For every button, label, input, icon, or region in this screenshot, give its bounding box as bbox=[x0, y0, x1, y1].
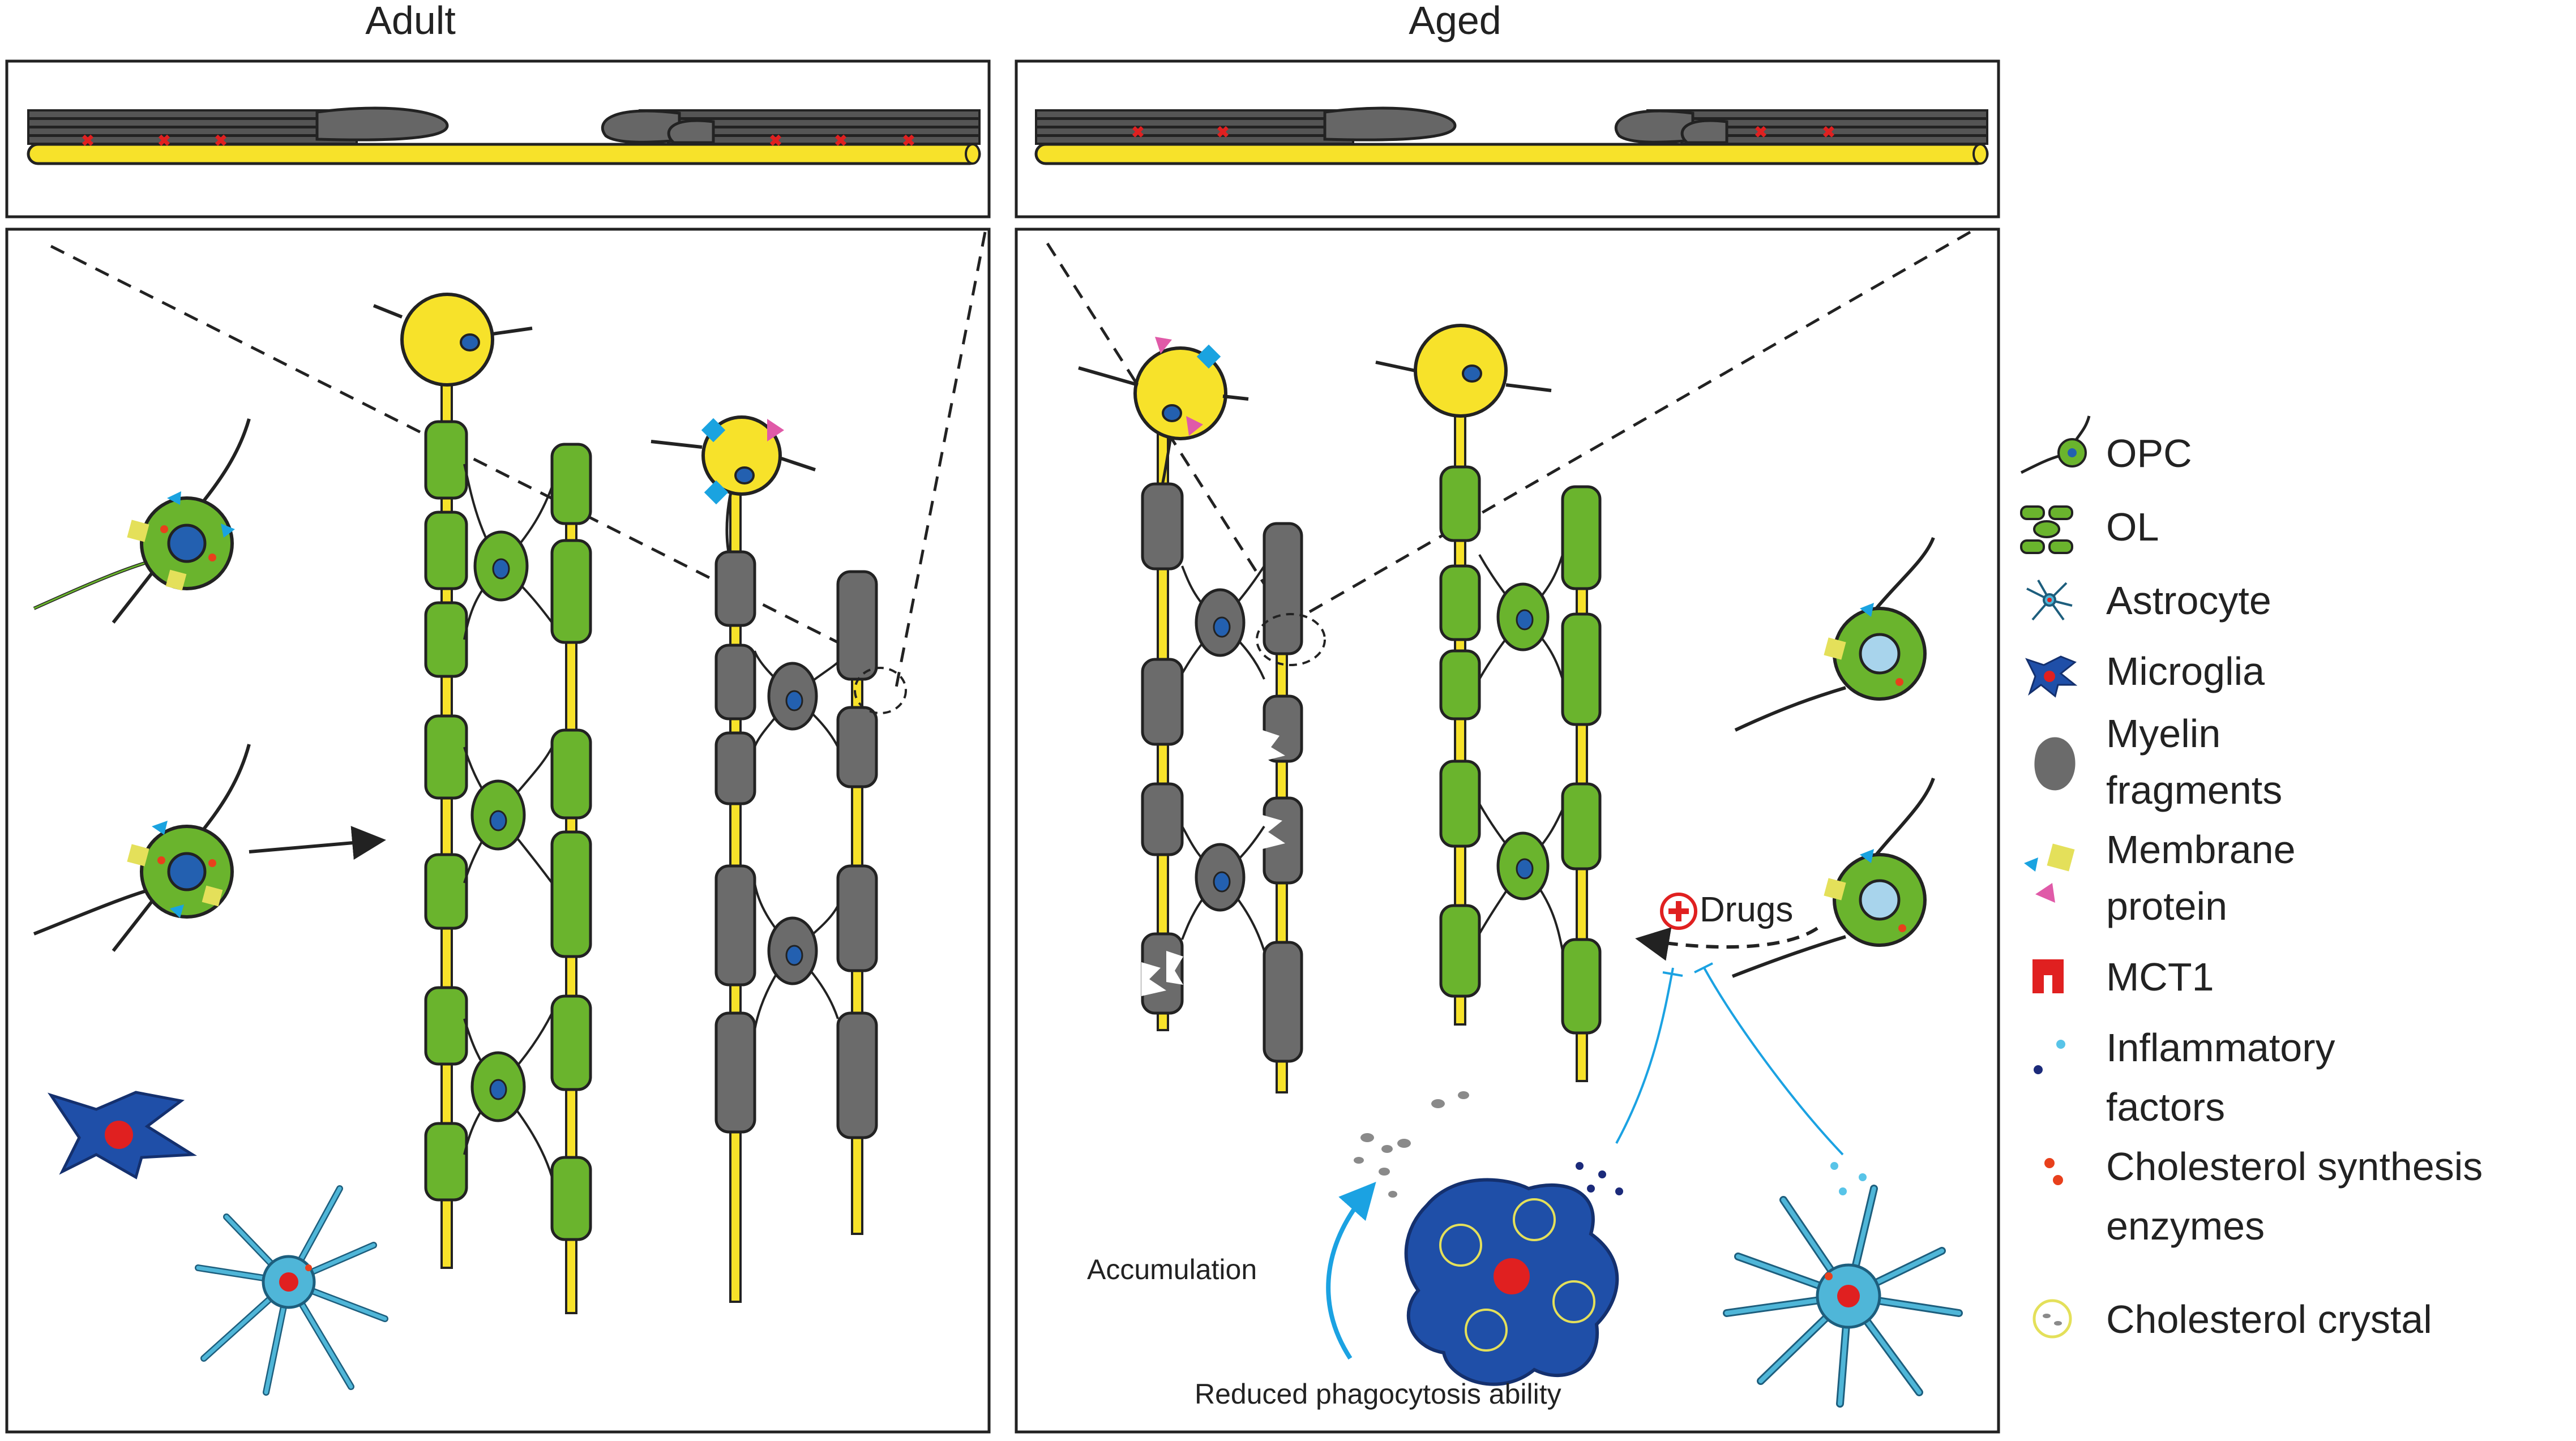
aged-title: Aged bbox=[1409, 0, 1501, 42]
drugs-annotation: Drugs bbox=[1660, 890, 1793, 930]
aged-ol-gray bbox=[1181, 565, 1265, 951]
mct1-mark: ✖ bbox=[81, 132, 94, 149]
myelin-fragments bbox=[1354, 1091, 1469, 1198]
zoom-lines bbox=[50, 230, 1971, 697]
legend-mct1-label: MCT1 bbox=[2106, 955, 2214, 999]
opc-cell bbox=[33, 418, 251, 624]
adult-main-panel bbox=[5, 228, 991, 1434]
legend-myelin-fragment bbox=[2034, 737, 2076, 791]
legend-inflammatory bbox=[2034, 1040, 2065, 1074]
legend-inflammatory-label-2: factors bbox=[2106, 1085, 2225, 1129]
adult-axon-strip: ✖ ✖ ✖ ✖ ✖ ✖ bbox=[27, 106, 981, 165]
oligodendrocytes-gray bbox=[754, 650, 839, 1031]
aged-microglia bbox=[1404, 1178, 1619, 1386]
legend-microglia-label: Microglia bbox=[2106, 649, 2265, 693]
oligodendrocytes-adult bbox=[463, 464, 553, 1178]
aged-myelin-gray bbox=[1141, 482, 1303, 1063]
aged-zoom-inset bbox=[854, 613, 1326, 714]
legend-astrocyte bbox=[2026, 580, 2073, 621]
legend-membrane-label-1: Membrane bbox=[2106, 827, 2296, 872]
inhibited-differentiation-arrow bbox=[1635, 927, 1818, 961]
mct1-mark: ✖ bbox=[902, 132, 915, 149]
accumulation-label: Accumulation bbox=[1087, 1254, 1257, 1285]
differentiation-arrow bbox=[249, 826, 386, 860]
mct1-mark: ✖ bbox=[1754, 123, 1767, 141]
aged-myelin-breaks bbox=[1141, 730, 1285, 996]
mct1-mark: ✖ bbox=[769, 132, 782, 149]
aged-myelin-green bbox=[1439, 465, 1602, 1035]
mct1-mark: ✖ bbox=[157, 132, 170, 149]
legend-cholesterol-crystal bbox=[2032, 1299, 2072, 1339]
legend-membrane-label-2: protein bbox=[2106, 884, 2227, 928]
myelin-sheaths-gray bbox=[714, 550, 878, 1139]
mct1-mark: ✖ bbox=[1216, 123, 1229, 141]
legend-myelin-label-2: fragments bbox=[2106, 768, 2282, 812]
drugs-label: Drugs bbox=[1700, 890, 1793, 929]
mct1-mark: ✖ bbox=[1822, 123, 1835, 141]
legend-membrane-protein bbox=[2024, 843, 2075, 903]
legend-astrocyte-label: Astrocyte bbox=[2106, 578, 2271, 623]
reduced-phagocytosis-label: Reduced phagocytosis ability bbox=[1195, 1378, 1561, 1410]
mct1-mark: ✖ bbox=[214, 132, 227, 149]
myelin-sheaths-green bbox=[424, 420, 592, 1241]
legend-mct1 bbox=[2032, 959, 2064, 993]
microglia-cell bbox=[47, 1091, 198, 1180]
aged-top-panel bbox=[1015, 59, 2000, 218]
accumulation-arrow bbox=[1326, 1182, 1376, 1360]
adult-title: Adult bbox=[365, 0, 456, 42]
legend-ol bbox=[2020, 505, 2073, 554]
legend-cholesterol-crystal-label: Cholesterol crystal bbox=[2106, 1297, 2432, 1341]
inflammatory-factors bbox=[1576, 1162, 1867, 1195]
legend-opc bbox=[2020, 415, 2091, 474]
aged-main-panel bbox=[1015, 228, 2000, 1434]
legend-cholesterol-enzymes-label-1: Cholesterol synthesis bbox=[2106, 1144, 2483, 1189]
legend-microglia bbox=[2025, 655, 2078, 698]
legend-myelin-label-1: Myelin bbox=[2106, 711, 2220, 756]
aged-opc-cell bbox=[1731, 778, 1935, 978]
neuron-demyelinating bbox=[651, 415, 863, 1303]
legend-ol-label: OL bbox=[2106, 505, 2159, 549]
aged-ol-green bbox=[1478, 554, 1564, 951]
legend-opc-label: OPC bbox=[2106, 431, 2192, 475]
mct1-mark: ✖ bbox=[834, 132, 847, 149]
aged-neuron-2 bbox=[1375, 324, 1588, 1082]
legend-inflammatory-label-1: Inflammatory bbox=[2106, 1026, 2335, 1070]
mct1-mark: ✖ bbox=[1131, 123, 1144, 141]
legend-cholesterol-enzymes bbox=[2044, 1158, 2063, 1185]
aged-opc-cell bbox=[1734, 537, 1935, 732]
inhibition-lines bbox=[1615, 962, 1844, 1156]
legend-cholesterol-enzymes-label-2: enzymes bbox=[2106, 1204, 2265, 1248]
legend: OPC OL Astrocyte Microglia Myelin fragme… bbox=[2020, 415, 2483, 1341]
opc-cell bbox=[33, 744, 251, 952]
aged-axon-strip: ✖ ✖ ✖ ✖ bbox=[1034, 106, 1989, 165]
adult-top-panel bbox=[5, 59, 991, 218]
